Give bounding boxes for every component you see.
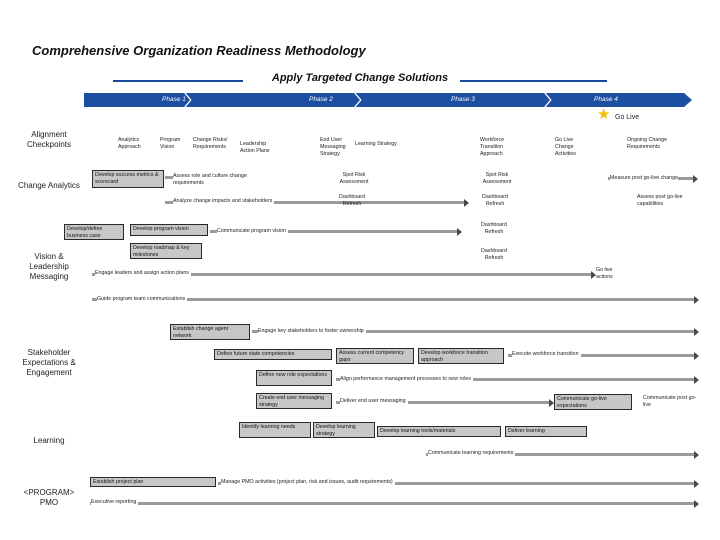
subtitle-rule-left xyxy=(113,80,243,82)
checkpoint-analytics-approach: Analytics Approach xyxy=(118,137,141,150)
task-create-messaging-strategy: Create end user messaging strategy xyxy=(256,393,332,409)
phase-4-segment xyxy=(545,93,692,107)
task-develop-roadmap: Develop roadmap & key milestones xyxy=(130,243,202,259)
phase-2-segment xyxy=(185,93,360,107)
task-execute-workforce-transition: Execute workforce transition xyxy=(512,351,581,358)
arrow-execute-workforce xyxy=(508,351,699,360)
task-define-role-expectations: Define new role expectations xyxy=(256,370,332,386)
row-label-stakeholder: Stakeholder Expectations & Engagement xyxy=(22,348,76,377)
arrow-deliver-messaging xyxy=(336,398,554,407)
phase-4-label: Phase 4 xyxy=(594,96,618,103)
task-engage-key-stakeholders: Engage key stakeholders to foster owners… xyxy=(258,328,366,335)
task-communicate-program-vision: Communicate program vision xyxy=(217,228,288,235)
subtitle-rule-right xyxy=(460,80,607,82)
checkpoint-ongoing-change: Ongoing Change Requirements xyxy=(627,137,668,150)
arrow-guide-communications xyxy=(92,295,699,304)
phase-1-label: Phase 1 xyxy=(162,96,186,103)
arrow-executive-reporting xyxy=(90,499,699,508)
go-live-star-icon: ★ xyxy=(597,106,611,123)
task-establish-change-network: Establish change agent network xyxy=(170,324,250,340)
checkpoint-change-risks: Change Risks/ Requirements xyxy=(193,137,228,150)
task-dashboard-refresh-4: Dashboard Refresh xyxy=(481,248,507,261)
task-assess-post-go-live: Assess post go-live capabilities xyxy=(637,194,683,207)
phase-3-label: Phase 3 xyxy=(451,96,475,103)
task-define-future-competencies: Define future state competencies xyxy=(214,349,332,360)
go-live-label: Go Live xyxy=(615,114,640,121)
task-align-performance: Align performance management processes t… xyxy=(340,376,474,383)
arrow-communicate-learning xyxy=(426,450,699,459)
task-spot-risk-2: Spot Risk Assessment xyxy=(482,172,512,185)
task-communicate-post-go-live: Communicate post go-live xyxy=(643,395,697,408)
row-label-learning: Learning xyxy=(33,436,65,445)
checkpoint-leadership-action-plans: Leadership Action Plans xyxy=(240,141,270,154)
task-deliver-learning: Deliver learning xyxy=(505,426,587,437)
task-executive-reporting: Executive reporting xyxy=(91,499,139,506)
task-develop-learning-strategy: Develop learning strategy xyxy=(313,422,375,438)
row-label-alignment: Alignment Checkpoints xyxy=(26,130,72,149)
task-dashboard-refresh-3: Dashboard Refresh xyxy=(481,222,507,235)
task-manage-pmo-activities: Manage PMO activities (project plan, ris… xyxy=(221,479,395,486)
task-deliver-end-user-messaging: Deliver end user messaging xyxy=(340,398,408,405)
arrow-align-performance xyxy=(336,375,699,384)
task-guide-communications: Guide program team communications xyxy=(97,296,188,303)
arrow-engage-leaders xyxy=(92,270,596,279)
phase-2-label: Phase 2 xyxy=(309,96,333,103)
page-subtitle: Apply Targeted Change Solutions xyxy=(271,72,449,84)
checkpoint-program-vision: Program Vision xyxy=(160,137,181,150)
row-label-vision: Vision & Leadership Messaging xyxy=(29,252,69,281)
task-establish-project-plan: Establish project plan xyxy=(90,477,216,487)
phase-3-segment xyxy=(355,93,550,107)
task-assess-competency-gaps: Assess current competency gaps xyxy=(336,348,414,364)
task-develop-learning-materials: Develop learning tools/materials xyxy=(377,426,501,437)
task-develop-success-metrics: Develop success metrics & scorecard xyxy=(92,170,164,188)
task-communicate-learning: Communicate learning requirements xyxy=(428,450,516,457)
task-analyze-change-impacts: Analyze change impacts and stakeholders xyxy=(173,198,275,205)
checkpoint-end-user-messaging: End User Messaging Strategy xyxy=(320,137,346,157)
arrow-analyze-impacts xyxy=(165,198,469,207)
phase-1-segment xyxy=(84,93,190,107)
arrow-engage-stakeholders xyxy=(252,327,699,336)
row-label-change-analytics: Change Analytics xyxy=(18,181,80,190)
checkpoint-go-live-change: Go Live Change Activities xyxy=(555,137,576,157)
task-communicate-go-live: Communicate go-live expectations xyxy=(554,394,632,410)
task-engage-leaders: Engage leaders and assign action plans xyxy=(95,270,191,277)
task-measure-post-go-live: Measure post go-live change xyxy=(610,175,679,182)
task-spot-risk-1: Spot Risk Assessment xyxy=(339,172,369,185)
task-assess-role-culture: Assess role and culture change requireme… xyxy=(173,173,253,187)
task-define-business-case: Develop/define business case xyxy=(64,224,124,240)
checkpoint-workforce-transition: Workforce Transition Approach xyxy=(480,137,505,157)
page-title: Comprehensive Organization Readiness Met… xyxy=(32,43,366,58)
task-develop-workforce-approach: Develop workforce transition approach xyxy=(418,348,504,364)
checkpoint-learning-strategy: Learning Strategy xyxy=(355,141,397,147)
task-develop-program-vision: Develop program vision xyxy=(130,224,208,236)
phase-bar xyxy=(84,93,692,107)
task-dashboard-refresh-1: Dashboard Refresh xyxy=(339,194,365,207)
arrow-communicate-vision xyxy=(210,227,462,236)
row-label-program-pmo: <PROGRAM> PMO xyxy=(23,488,75,507)
task-dashboard-refresh-2: Dashboard Refresh xyxy=(482,194,508,207)
arrow-manage-pmo xyxy=(218,479,699,488)
task-go-live-actions: Go live actions xyxy=(596,267,613,280)
task-identify-learning-needs: Identify learning needs xyxy=(239,422,311,438)
